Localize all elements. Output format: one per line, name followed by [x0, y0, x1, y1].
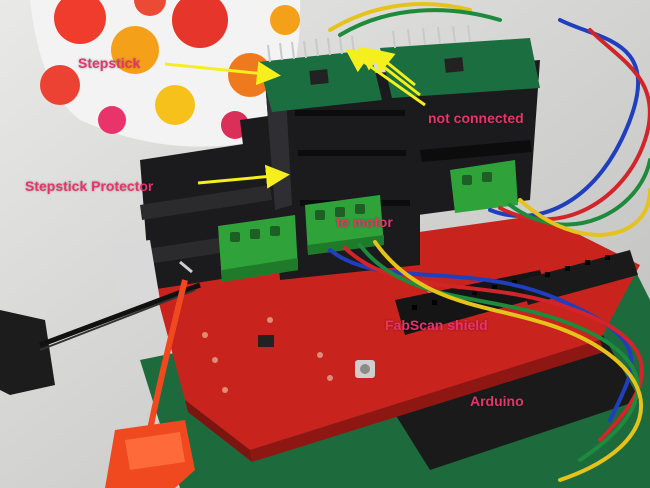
label-not-connected: not connected — [428, 110, 524, 126]
annotation-arrows — [164, 46, 426, 189]
label-stepstick: Stepstick — [78, 55, 141, 71]
metal-bracket — [110, 240, 160, 305]
terminal-left — [218, 215, 298, 282]
orange-probe — [105, 260, 195, 488]
label-fabscan-shield: FabScan shield — [385, 317, 488, 333]
label-to-motor: to motor — [336, 214, 393, 230]
label-stepstick-protector: Stepstick Protector — [25, 178, 154, 194]
mug — [30, 0, 301, 147]
motor-wires — [328, 2, 650, 482]
label-arduino: Arduino — [470, 393, 524, 409]
terminal-middle — [305, 195, 384, 255]
terminal-right — [450, 160, 518, 213]
pcb-chip — [258, 335, 274, 347]
black-probe — [0, 282, 201, 395]
